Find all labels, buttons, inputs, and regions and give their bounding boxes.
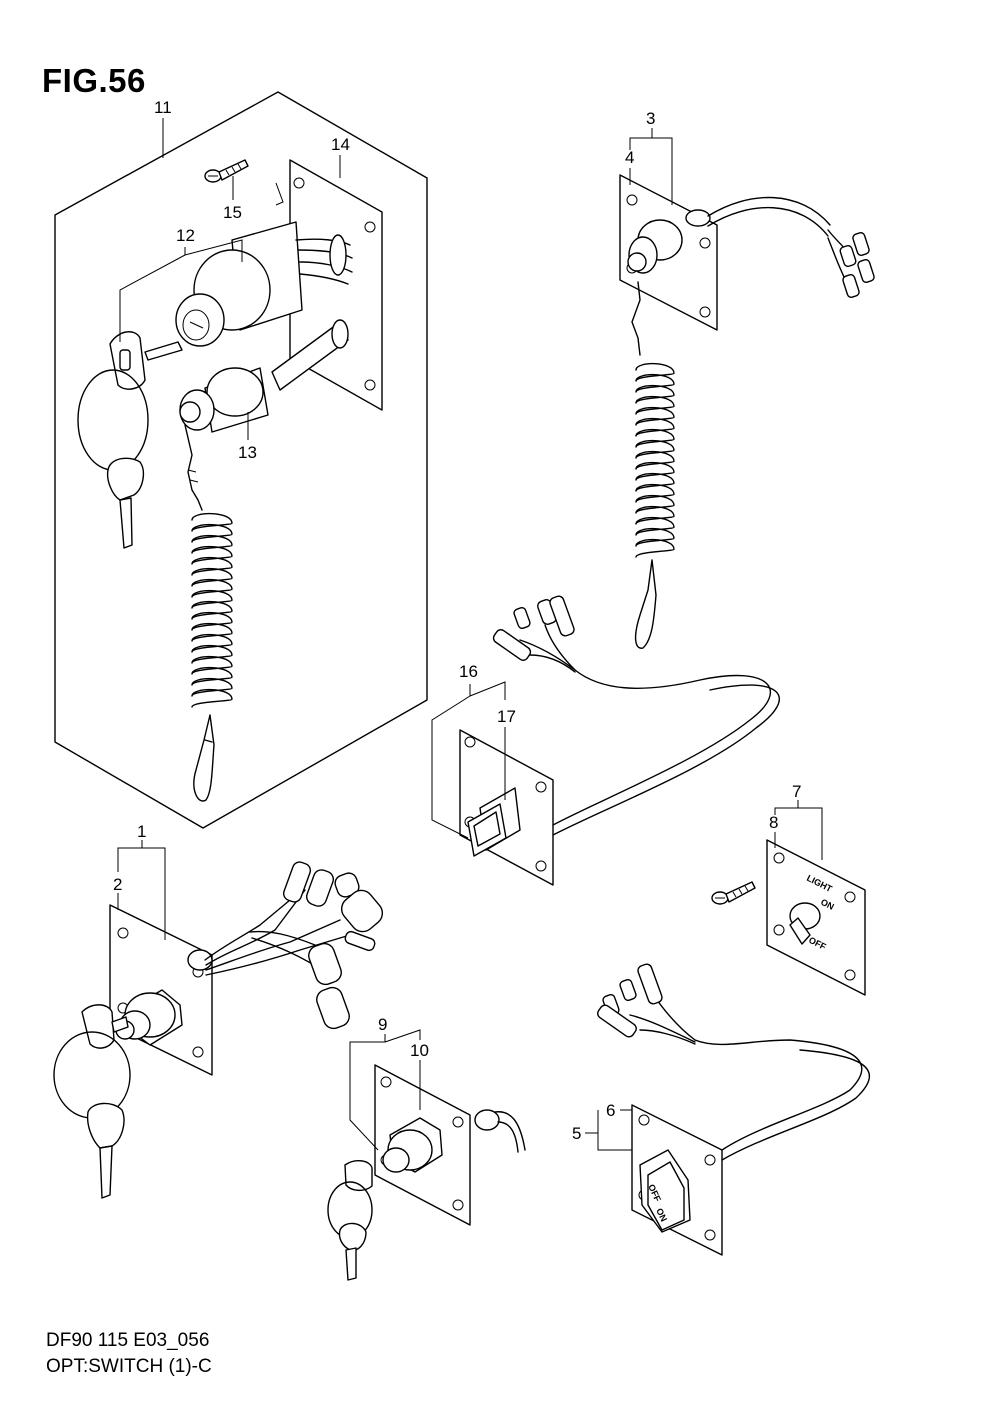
lanyard-coil-3	[635, 362, 675, 558]
switch-assembly-16	[459, 595, 780, 886]
callout-9: 9	[378, 1015, 387, 1034]
figure-title: FIG.56	[42, 62, 146, 99]
lanyard-clip-13	[193, 714, 215, 802]
callout-2: 2	[113, 875, 122, 894]
callout-12: 12	[176, 226, 195, 245]
kit-box-outline	[54, 91, 428, 829]
callout-5: 5	[572, 1124, 581, 1143]
lanyard-coil-13	[191, 512, 233, 708]
diagram-caption: OPT:SWITCH (1)-C	[46, 1356, 212, 1377]
callout-6: 6	[606, 1101, 615, 1120]
callout-3: 3	[646, 109, 655, 128]
callout-1: 1	[137, 822, 146, 841]
callout-8: 8	[769, 813, 778, 832]
lanyard-clip-3	[634, 559, 657, 649]
callout-10: 10	[410, 1041, 429, 1060]
switch-assembly-5: OFF ON	[597, 963, 870, 1256]
light-switch-plate-7: LIGHT ON OFF	[766, 839, 866, 996]
screw-8	[711, 881, 756, 905]
callout-7: 7	[792, 782, 801, 801]
leader-lines	[117, 118, 823, 1151]
callout-11: 11	[154, 98, 172, 117]
callout-14: 14	[331, 135, 350, 154]
callout-13: 13	[238, 443, 257, 462]
key-ring-12	[77, 331, 183, 549]
stop-switch-13	[179, 319, 349, 511]
screw-15	[204, 159, 249, 183]
callout-15: 15	[223, 203, 242, 222]
callout-17: 17	[497, 707, 516, 726]
diagram-code: DF90 115 E03_056	[46, 1330, 210, 1351]
ignition-switch-plate-9	[327, 1064, 526, 1281]
callout-4: 4	[625, 148, 634, 167]
ignition-switch-plate-1	[53, 861, 384, 1199]
ignition-switch-12	[175, 221, 353, 347]
stop-switch-plate-3	[619, 174, 875, 356]
callout-numbers: 11 15 14 12 13 3 4 16 17 1 2 9 10 7 8 6 …	[113, 98, 801, 1143]
callout-16: 16	[459, 662, 478, 681]
